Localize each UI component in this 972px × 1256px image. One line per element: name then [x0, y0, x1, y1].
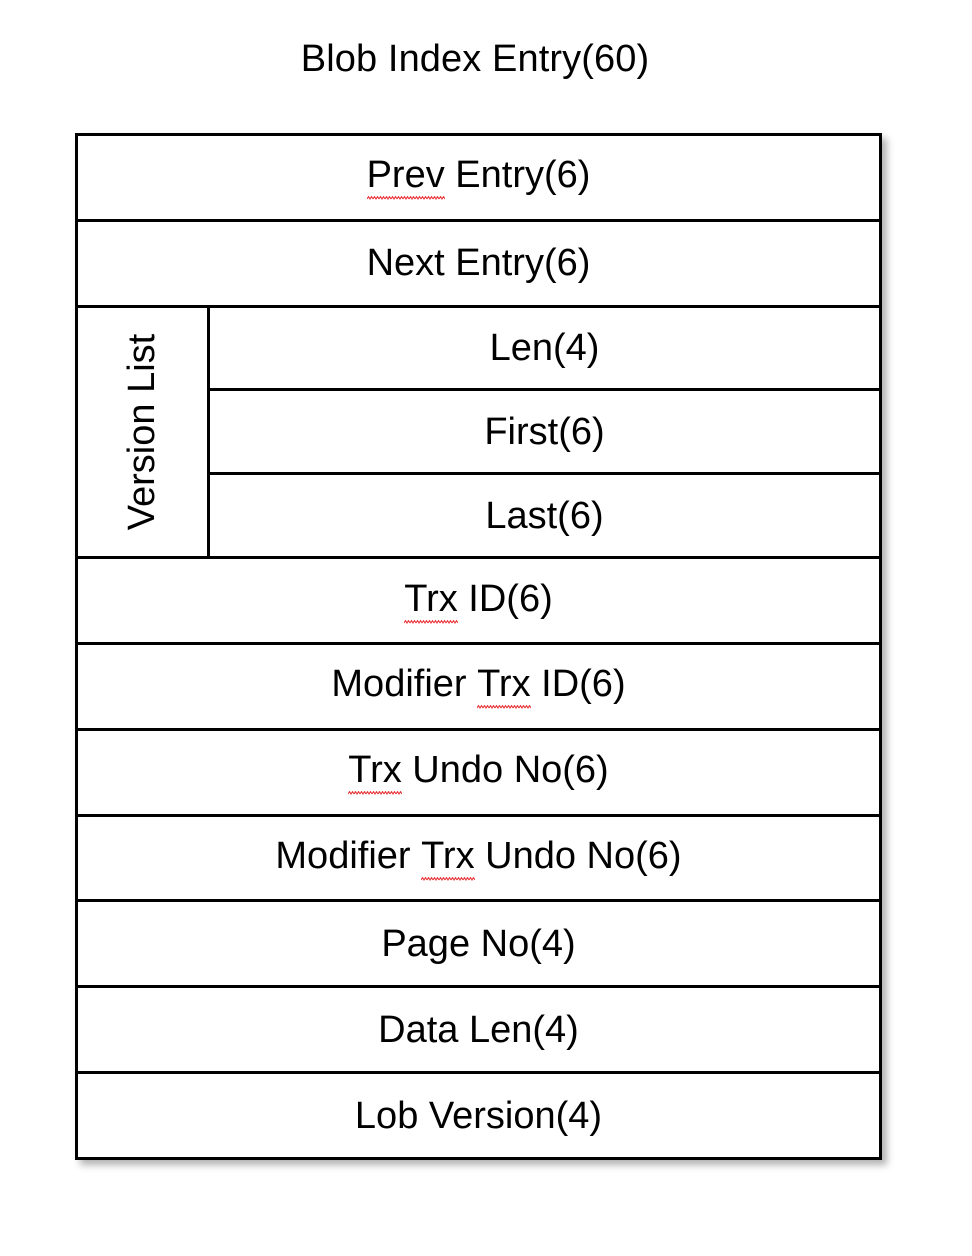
table-row-prev-entry: Prev Entry(6)	[78, 136, 879, 222]
row-label-modifier-trx-id: Modifier Trx ID(6)	[331, 662, 626, 711]
table-group-version-list: Version List Len(4) First(6) Last(6)	[78, 307, 879, 560]
table-row-page-no: Page No(4)	[78, 902, 879, 989]
row-label-modifier-trx-id-pre: Modifier	[331, 663, 478, 706]
spellcheck-underline-modifier-trx-id: Trx	[477, 662, 531, 711]
version-list-fields: Len(4) First(6) Last(6)	[210, 307, 879, 557]
row-label-version-len: Len(4)	[489, 327, 600, 370]
row-label-modifier-trx-undo-no-rest: Undo No(6)	[474, 835, 682, 878]
row-label-version-first: First(6)	[484, 410, 605, 453]
spellcheck-underline-prev: Prev	[366, 153, 445, 202]
row-label-lob-version: Lob Version(4)	[354, 1094, 603, 1137]
table-row-version-first: First(6)	[210, 391, 879, 476]
row-label-prev-entry: Prev Entry(6)	[366, 153, 591, 202]
row-label-page-no: Page No(4)	[381, 922, 576, 965]
row-label-modifier-trx-undo-no: Modifier Trx Undo No(6)	[275, 834, 682, 883]
table-row-version-len: Len(4)	[210, 307, 879, 392]
row-label-trx-id-rest: ID(6)	[457, 577, 553, 620]
row-label-next-entry: Next Entry(6)	[366, 242, 591, 285]
version-list-header-cell: Version List	[78, 307, 210, 557]
row-label-trx-undo-no-rest: Undo No(6)	[401, 749, 609, 792]
row-label-version-last: Last(6)	[485, 494, 604, 537]
table-row-trx-id: Trx ID(6)	[78, 559, 879, 645]
table-row-modifier-trx-undo-no: Modifier Trx Undo No(6)	[78, 816, 879, 903]
table-row-data-len: Data Len(4)	[78, 988, 879, 1075]
row-label-trx-id: Trx ID(6)	[404, 576, 553, 625]
diagram-title: Blob Index Entry(60)	[300, 38, 650, 80]
table-row-trx-undo-no: Trx Undo No(6)	[78, 730, 879, 817]
spellcheck-underline-modifier-trx-undo-no: Trx	[421, 834, 475, 883]
table-row-version-last: Last(6)	[210, 475, 879, 557]
spellcheck-underline-trx-id: Trx	[404, 576, 458, 625]
row-label-trx-undo-no: Trx Undo No(6)	[348, 748, 609, 797]
table-row-next-entry: Next Entry(6)	[78, 221, 879, 308]
row-label-modifier-trx-id-rest: ID(6)	[530, 663, 626, 706]
row-label-modifier-trx-undo-no-pre: Modifier	[275, 835, 422, 878]
row-label-prev-entry-rest: Entry(6)	[444, 154, 591, 197]
table-row-lob-version: Lob Version(4)	[78, 1074, 879, 1157]
table-row-modifier-trx-id: Modifier Trx ID(6)	[78, 644, 879, 731]
spellcheck-underline-trx-undo-no: Trx	[348, 748, 402, 797]
blob-index-entry-table: Prev Entry(6) Next Entry(6) Version List…	[75, 133, 882, 1160]
row-label-version-list: Version List	[121, 333, 164, 531]
row-label-data-len: Data Len(4)	[378, 1008, 579, 1051]
